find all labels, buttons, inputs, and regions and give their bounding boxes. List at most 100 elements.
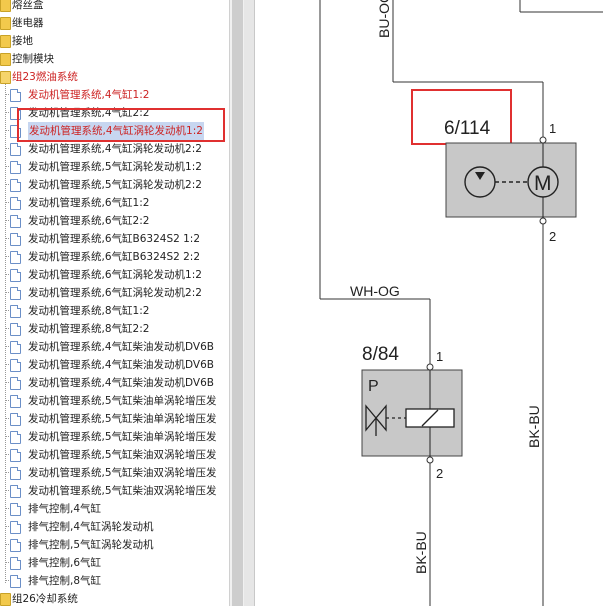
document-icon: [10, 179, 21, 192]
tree-item-label: 发动机管理系统,4气缸涡轮发动机1:2: [28, 122, 204, 140]
tree-connector: [5, 220, 13, 221]
tree-connector: [5, 490, 13, 491]
tree-connector: [5, 346, 13, 347]
tree-item-label: 发动机管理系统,8气缸1:2: [28, 305, 150, 317]
tree-guide-line: [5, 78, 6, 583]
document-icon: [10, 467, 21, 480]
tree-item-label: 发动机管理系统,5气缸涡轮发动机1:2: [28, 161, 202, 173]
pump-pin-2-terminal: [539, 217, 547, 225]
tree-item-label: 发动机管理系统,6气缸涡轮发动机2:2: [28, 287, 202, 299]
pump-pin-1-label: 1: [549, 121, 556, 136]
document-icon: [10, 521, 21, 534]
scrollbar-thumb[interactable]: [232, 0, 243, 606]
fuel-pump-body: [445, 142, 577, 218]
tree-connector: [5, 382, 13, 383]
tree-item-label: 排气控制,5气缸涡轮发动机: [28, 539, 154, 551]
pump-pin-1-terminal: [539, 136, 547, 144]
tree-connector: [5, 256, 13, 257]
tree-item-label: 发动机管理系统,6气缸2:2: [28, 215, 150, 227]
document-icon: [10, 89, 21, 102]
tree-connector: [5, 418, 13, 419]
document-icon: [10, 431, 21, 444]
tree-scrollbar[interactable]: [229, 0, 245, 606]
tree-item-label: 发动机管理系统,5气缸柴油双涡轮增压发: [28, 467, 217, 479]
tree-item-label: 发动机管理系统,4气缸2:2: [28, 107, 150, 119]
tree-connector: [5, 364, 13, 365]
tree-item-label: 继电器: [12, 17, 44, 29]
document-icon: [10, 305, 21, 318]
tree-item-label: 发动机管理系统,5气缸柴油双涡轮增压发: [28, 449, 217, 461]
highlight-box-selected-item: [17, 108, 225, 142]
document-icon: [10, 449, 21, 462]
component-ref-6-114: 6/114: [444, 118, 491, 139]
tree-connector: [5, 148, 13, 149]
valve-triangle-left-icon: [365, 404, 377, 432]
tree-item-label: 发动机管理系统,4气缸柴油发动机DV6B: [28, 359, 214, 371]
document-icon: [10, 485, 21, 498]
tree-item-label: 发动机管理系统,5气缸柴油单涡轮增压发: [28, 431, 217, 443]
folder-icon: [0, 0, 11, 12]
tree-item-label: 排气控制,6气缸: [28, 557, 102, 569]
document-icon: [10, 413, 21, 426]
document-icon: [10, 251, 21, 264]
tree-item-label: 发动机管理系统,6气缸1:2: [28, 197, 150, 209]
document-icon: [10, 575, 21, 588]
folder-icon: [0, 35, 11, 48]
document-icon: [10, 341, 21, 354]
document-icon: [10, 359, 21, 372]
component-ref-8-84: 8/84: [362, 344, 399, 365]
wire-label-bk-bu-bottom: BK-BU: [413, 531, 429, 574]
tree-item-label: 发动机管理系统,4气缸涡轮发动机2:2: [28, 143, 202, 155]
wiring-diagram: BU-OG WH-OG 6/114 1 M 2 BK-BU 8/84 1 P: [256, 0, 603, 606]
valve-pin-1-label: 1: [436, 349, 443, 364]
tree-connector: [5, 436, 13, 437]
tree-connector: [5, 94, 13, 95]
tree-connector: [5, 274, 13, 275]
tree-item-label: 发动机管理系统,6气缸涡轮发动机1:2: [28, 269, 202, 281]
solenoid-slash: [421, 409, 439, 427]
tree-connector: [5, 562, 13, 563]
panel-splitter[interactable]: [244, 0, 255, 606]
tree-item-label: 发动机管理系统,6气缸B6324S2 1:2: [28, 233, 201, 245]
tree-connector: [5, 184, 13, 185]
document-icon: [10, 215, 21, 228]
wire-label-bk-bu-right: BK-BU: [526, 405, 542, 448]
tree-connector: [5, 472, 13, 473]
tree-item-label: 组26冷却系统: [12, 593, 78, 605]
document-icon: [10, 161, 21, 174]
valve-pin-1-terminal: [426, 363, 434, 371]
tree-item-label: 发动机管理系统,4气缸1:2: [28, 89, 150, 101]
valve-p-label: P: [368, 378, 379, 395]
tree-connector: [5, 544, 13, 545]
tree-connector: [5, 454, 13, 455]
folder-icon: [0, 17, 11, 30]
pump-pin-2-label: 2: [549, 229, 556, 244]
tree-item-label: 发动机管理系统,6气缸B6324S2 2:2: [28, 251, 201, 263]
tree-item-label: 发动机管理系统,5气缸柴油双涡轮增压发: [28, 485, 217, 497]
tree-connector: [5, 526, 13, 527]
document-icon: [10, 287, 21, 300]
tree-item-label: 发动机管理系统,8气缸2:2: [28, 323, 150, 335]
document-icon: [10, 557, 21, 570]
wiring-diagram-svg: BU-OG WH-OG 6/114 1 M 2 BK-BU 8/84 1 P: [319, 0, 603, 606]
document-icon: [10, 539, 21, 552]
document-icon: [10, 503, 21, 516]
tree-item-label: 发动机管理系统,4气缸柴油发动机DV6B: [28, 341, 214, 353]
document-icon: [10, 197, 21, 210]
pump-arrow-icon: [475, 172, 485, 180]
document-icon: [10, 233, 21, 246]
tree-connector: [5, 112, 13, 113]
document-icon: [10, 323, 21, 336]
tree-item-label: 发动机管理系统,5气缸柴油单涡轮增压发: [28, 395, 217, 407]
tree-connector: [5, 202, 13, 203]
valve-pin-2-terminal: [426, 456, 434, 464]
tree-item-label: 排气控制,4气缸涡轮发动机: [28, 521, 154, 533]
tree-item-label: 组23燃油系统: [12, 71, 78, 83]
wire-label-bu-og: BU-OG: [376, 0, 392, 38]
tree-connector: [5, 130, 13, 131]
tree-connector: [5, 292, 13, 293]
tree-connector: [5, 400, 13, 401]
tree-connector: [5, 166, 13, 167]
tree-item-label: 发动机管理系统,5气缸柴油单涡轮增压发: [28, 413, 217, 425]
